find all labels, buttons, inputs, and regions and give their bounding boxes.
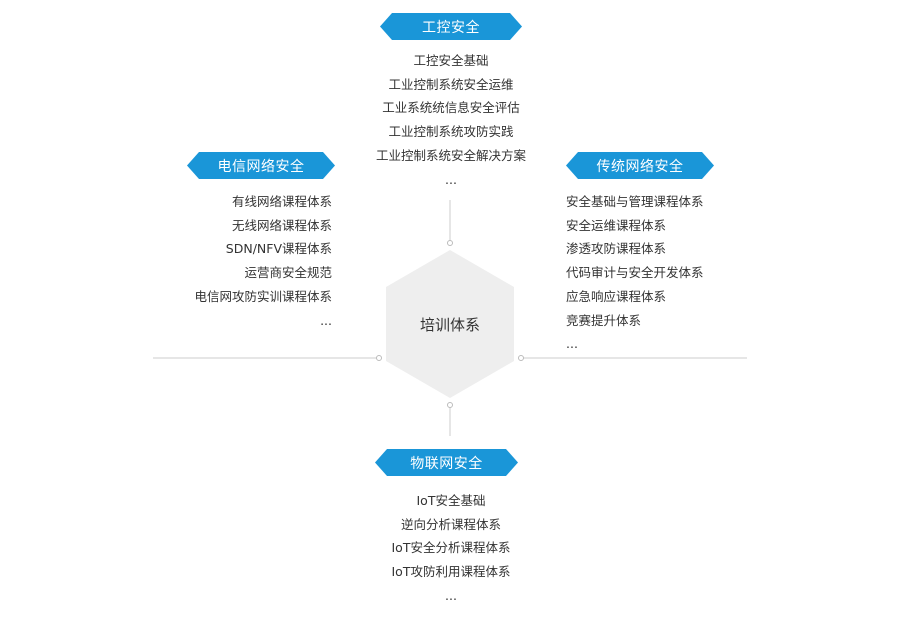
- list-item: ...: [320, 312, 332, 328]
- traditional-network-security-title: 传统网络安全: [596, 158, 684, 175]
- center-title: 培训体系: [419, 315, 480, 334]
- connector-right-dot: [518, 355, 524, 361]
- list-item: 无线网络课程体系: [231, 217, 332, 233]
- iot-security-badge: 物联网安全: [375, 449, 518, 476]
- list-item: IoT安全分析课程体系: [391, 540, 511, 556]
- list-item: SDN/NFV课程体系: [225, 241, 332, 257]
- list-item: 应急响应课程体系: [566, 288, 667, 304]
- telecom-network-security-badge: 电信网络安全: [187, 152, 335, 179]
- list-item: 竞赛提升体系: [566, 312, 642, 328]
- traditional-network-security-badge: 传统网络安全: [566, 152, 714, 179]
- industrial-control-security-title: 工控安全: [422, 19, 480, 36]
- list-item: 工业控制系统攻防实践: [388, 124, 514, 140]
- traditional-network-security-list: 安全基础与管理课程体系 安全运维课程体系 渗透攻防课程体系 代码审计与安全开发体…: [566, 190, 766, 356]
- list-item: ...: [566, 336, 578, 352]
- list-item: 渗透攻防课程体系: [566, 241, 667, 257]
- list-item: 安全基础与管理课程体系: [566, 194, 704, 209]
- list-item: 工业控制系统安全解决方案: [375, 147, 526, 163]
- connector-bottom-dot: [447, 402, 453, 408]
- industrial-control-security-badge: 工控安全: [380, 13, 522, 40]
- list-item: 逆向分析课程体系: [400, 516, 501, 532]
- connector-left-dot: [376, 355, 382, 361]
- telecom-network-security-list: 有线网络课程体系 无线网络课程体系 SDN/NFV课程体系 运营商安全规范 电信…: [132, 190, 332, 332]
- list-item: 工业控制系统安全运维: [388, 76, 514, 92]
- list-item: 工控安全基础: [413, 53, 489, 68]
- list-item: ...: [445, 171, 457, 187]
- iot-security-title: 物联网安全: [410, 455, 483, 472]
- connector-top-dot: [447, 240, 453, 246]
- list-item: 电信网攻防实训课程体系: [194, 288, 332, 304]
- list-item: IoT攻防利用课程体系: [391, 564, 511, 580]
- list-item: IoT安全基础: [416, 493, 486, 508]
- list-item: 工业系统统信息安全评估: [382, 100, 520, 116]
- list-item: 运营商安全规范: [244, 265, 332, 281]
- list-item: 代码审计与安全开发体系: [566, 265, 704, 281]
- list-item: ...: [445, 587, 457, 603]
- list-item: 安全运维课程体系: [566, 217, 667, 233]
- iot-security-list: IoT安全基础 逆向分析课程体系 IoT安全分析课程体系 IoT攻防利用课程体系…: [351, 489, 551, 608]
- telecom-network-security-title: 电信网络安全: [217, 158, 305, 175]
- industrial-control-security-list: 工控安全基础 工业控制系统安全运维 工业系统统信息安全评估 工业控制系统攻防实践…: [351, 49, 551, 191]
- list-item: 有线网络课程体系: [231, 194, 332, 209]
